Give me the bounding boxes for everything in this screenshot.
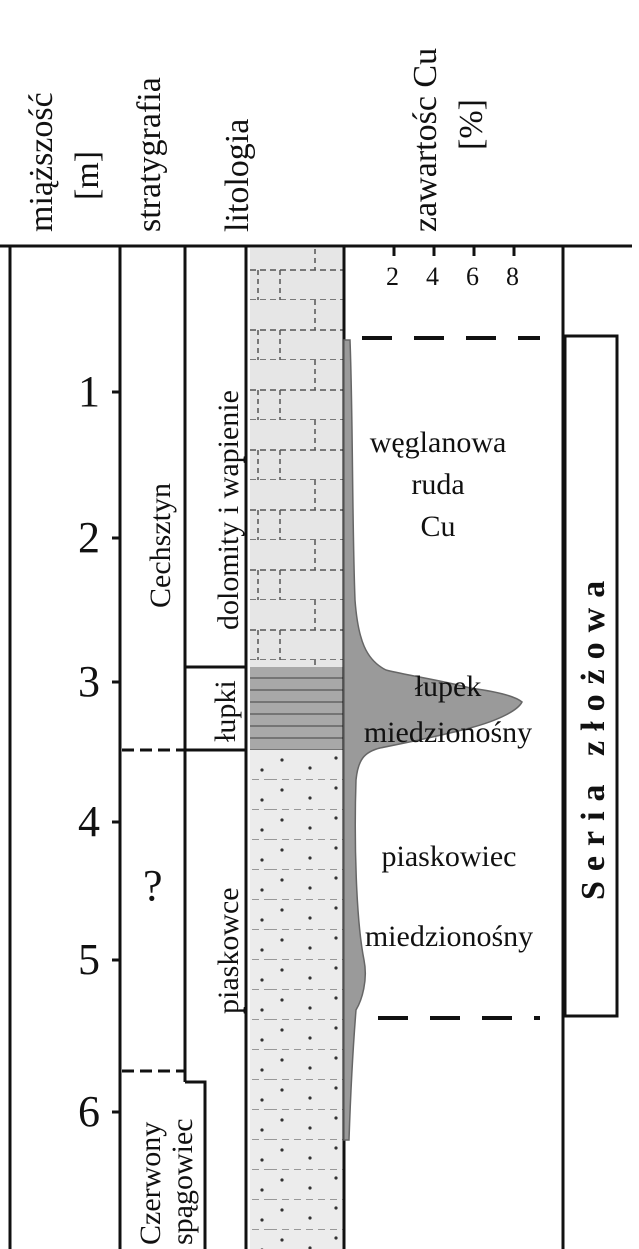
cu-tick-4: 4 bbox=[426, 262, 439, 291]
header-stratigraphy: stratygrafia bbox=[131, 77, 168, 232]
cu-tick-2: 2 bbox=[386, 262, 399, 291]
depth-tick-4: 4 bbox=[78, 797, 100, 846]
header-thickness-unit: [m] bbox=[69, 151, 106, 200]
header-thickness: miąższość bbox=[23, 92, 60, 232]
ore-series-box bbox=[563, 334, 619, 1018]
stratigraphy-unknown: ? bbox=[143, 861, 163, 910]
depth-tick-3: 3 bbox=[78, 657, 100, 706]
ore-carbonate-line2: ruda bbox=[411, 468, 464, 501]
stratigraphy-border-step bbox=[185, 1080, 207, 1249]
depth-tick-1: 1 bbox=[78, 367, 100, 416]
depth-ticks bbox=[112, 390, 120, 1114]
cu-tick-8: 8 bbox=[506, 262, 519, 291]
header-cu-unit: [%] bbox=[453, 99, 490, 150]
stratigraphy-spagowiec: spągowiec bbox=[166, 1118, 199, 1245]
lithology-carbonate-pattern bbox=[250, 248, 344, 667]
ore-sand-line1: piaskowiec bbox=[382, 840, 517, 873]
lithology-dolomites-label: dolomity i wapienie bbox=[212, 390, 245, 630]
depth-tick-5: 5 bbox=[78, 935, 100, 984]
depth-tick-2: 2 bbox=[78, 513, 100, 562]
header-lithology: litologia bbox=[219, 119, 256, 232]
stratigraphy-cechsztyn: Cechsztyn bbox=[144, 483, 177, 608]
depth-tick-6: 6 bbox=[78, 1087, 100, 1136]
header-cu-content: zawartośc Cu bbox=[407, 48, 444, 232]
lithology-shale-label: łupki bbox=[209, 680, 242, 742]
lithology-shale-pattern bbox=[250, 667, 344, 750]
ore-carbonate-line3: Cu bbox=[420, 510, 455, 543]
cu-tick-6: 6 bbox=[466, 262, 479, 291]
cu-content-curve bbox=[343, 339, 523, 1141]
stratigraphy-czerwony: Czerwony bbox=[134, 1122, 167, 1245]
cu-axis-ticks bbox=[392, 246, 516, 256]
ore-shale-line2: miedzionośny bbox=[364, 716, 532, 749]
ore-series-label: Seria złożowa bbox=[575, 571, 612, 900]
lithology-sandstone-label: piaskowce bbox=[212, 887, 245, 1014]
ore-carbonate-line1: węglanowa bbox=[370, 426, 507, 459]
ore-shale-line1: łupek bbox=[415, 670, 482, 703]
ore-sand-line2: miedzionośny bbox=[365, 920, 533, 953]
lithology-sandstone-pattern bbox=[250, 750, 344, 1249]
